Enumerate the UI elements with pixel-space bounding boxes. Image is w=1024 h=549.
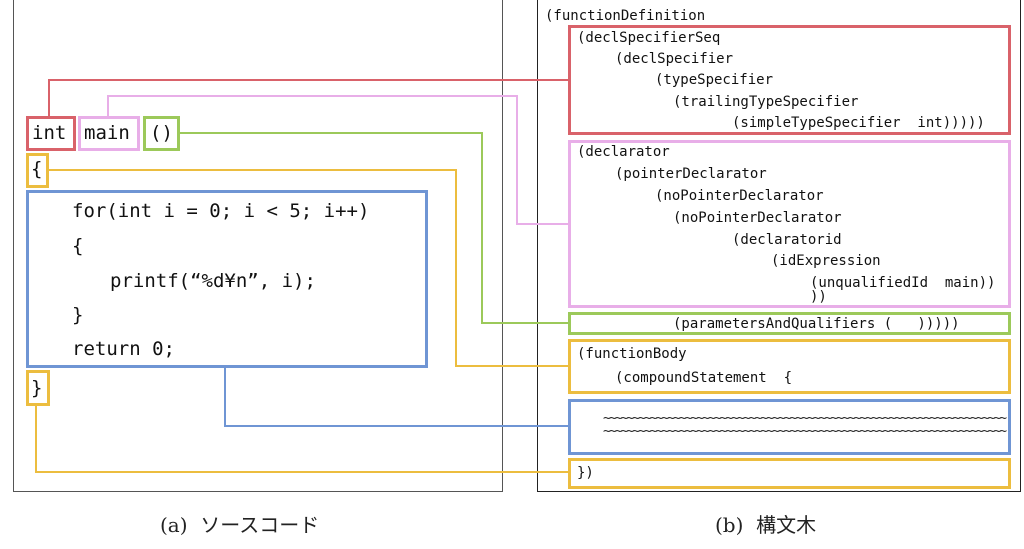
- token-box-main: [78, 116, 140, 151]
- code-line-printf: printf(“%d¥n”, i);: [110, 270, 316, 292]
- tree-no-pointer-declarator-2: (noPointerDeclarator: [673, 210, 842, 226]
- tree-declaratorid: (declaratorid: [732, 232, 842, 248]
- token-params: (): [150, 122, 173, 144]
- tree-id-expression: (idExpression: [771, 253, 881, 269]
- tree-box-decl-specifier: [568, 25, 1011, 135]
- token-close-brace: }: [31, 377, 43, 399]
- code-line-return: return 0;: [72, 338, 175, 360]
- tree-declarator-close: )): [810, 289, 827, 305]
- tree-decl-specifier-seq: (declSpecifierSeq: [577, 30, 721, 46]
- caption-source-code: (a) ソースコード: [160, 513, 320, 537]
- token-box-params: [143, 116, 180, 151]
- tree-statements-placeholder-2: ~~~~~~~~~~~~~~~~~~~~~~~~~~~~~~~~~~~~~~~~…: [603, 424, 1007, 439]
- tree-function-body: (functionBody: [577, 346, 687, 362]
- tree-box-statements: [568, 399, 1011, 455]
- tree-parameters-and-qualifiers: (parametersAndQualifiers ( ))))): [673, 316, 960, 332]
- code-line-for: for(int i = 0; i < 5; i++): [72, 200, 370, 222]
- tree-statements-placeholder-1: ~~~~~~~~~~~~~~~~~~~~~~~~~~~~~~~~~~~~~~~~…: [603, 411, 1007, 426]
- code-body-box: [26, 190, 428, 368]
- tree-compound-statement: (compoundStatement {: [615, 370, 793, 386]
- token-main: main: [84, 122, 130, 144]
- tree-trailing-type-specifier: (trailingTypeSpecifier: [673, 94, 859, 110]
- token-box-int: [26, 116, 76, 151]
- token-open-brace: {: [31, 158, 43, 180]
- tree-unqualified-id: (unqualifiedId main)): [810, 275, 996, 291]
- tree-root: (functionDefinition: [545, 8, 706, 24]
- tree-box-parameters: [568, 312, 1011, 335]
- caption-syntax-tree: (b) 構文木: [715, 513, 817, 537]
- tree-no-pointer-declarator-1: (noPointerDeclarator: [655, 188, 824, 204]
- tree-decl-specifier: (declSpecifier: [615, 51, 734, 67]
- token-box-open-brace: [26, 153, 49, 188]
- tree-declarator: (declarator: [577, 144, 670, 160]
- token-box-close-brace: [26, 370, 50, 406]
- token-int: int: [32, 122, 67, 144]
- code-line-open-brace: {: [72, 235, 84, 257]
- tree-type-specifier: (typeSpecifier: [655, 72, 774, 88]
- tree-simple-type-specifier: (simpleTypeSpecifier int))))): [732, 115, 985, 131]
- tree-box-function-body: [568, 339, 1011, 394]
- tree-box-closing: [568, 458, 1011, 489]
- tree-box-declarator: [568, 140, 1011, 308]
- tree-closing: }): [577, 465, 594, 481]
- tree-pointer-declarator: (pointerDeclarator: [615, 166, 767, 182]
- code-line-close-brace: }: [72, 304, 84, 326]
